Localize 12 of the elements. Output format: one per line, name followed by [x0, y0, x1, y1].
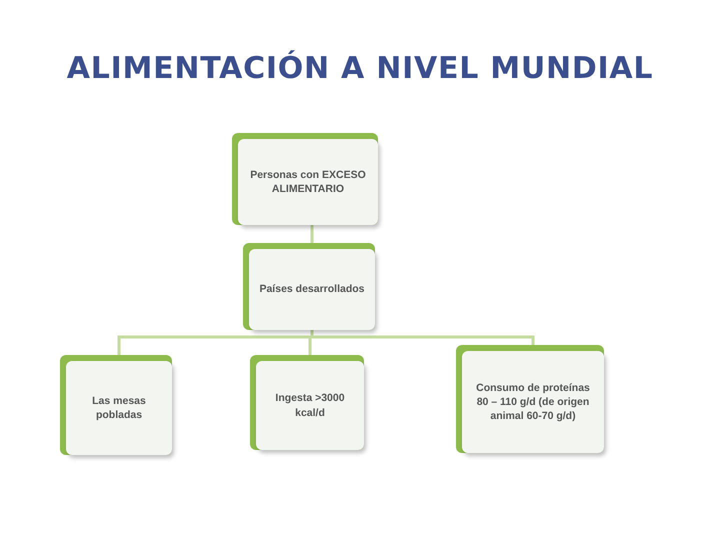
process-box [243, 243, 375, 330]
process-box [232, 133, 378, 225]
box-text: Países desarrollados [259, 282, 365, 297]
process-box [250, 355, 364, 450]
process-box [456, 345, 604, 453]
box-text: Consumo de proteínas 80 – 110 g/d (de origen animal 60-70 g/d) [475, 380, 591, 424]
process-box [60, 355, 172, 455]
box-text: Las mesas pobladas [91, 394, 147, 422]
box-text: Ingesta >3000 kcal/d [274, 391, 346, 420]
title: ALIMENTACIÓN A NIVEL MUNDIAL [66, 49, 654, 88]
box-text: Personas con EXCESO ALIMENTARIO [249, 168, 367, 196]
connector-line [310, 225, 314, 243]
